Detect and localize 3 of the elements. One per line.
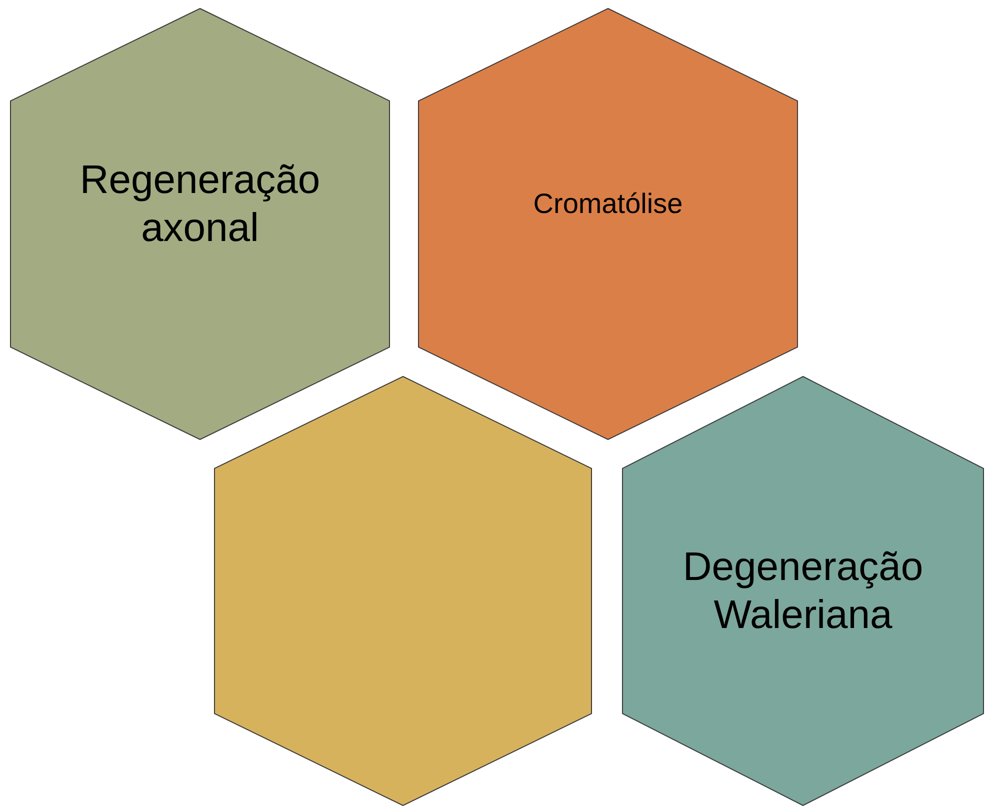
- tile-label: Degeneração Waleriana: [682, 544, 924, 639]
- tile-label: Cromatólise: [533, 187, 683, 221]
- tile-label: Regeneração axonal: [78, 157, 322, 252]
